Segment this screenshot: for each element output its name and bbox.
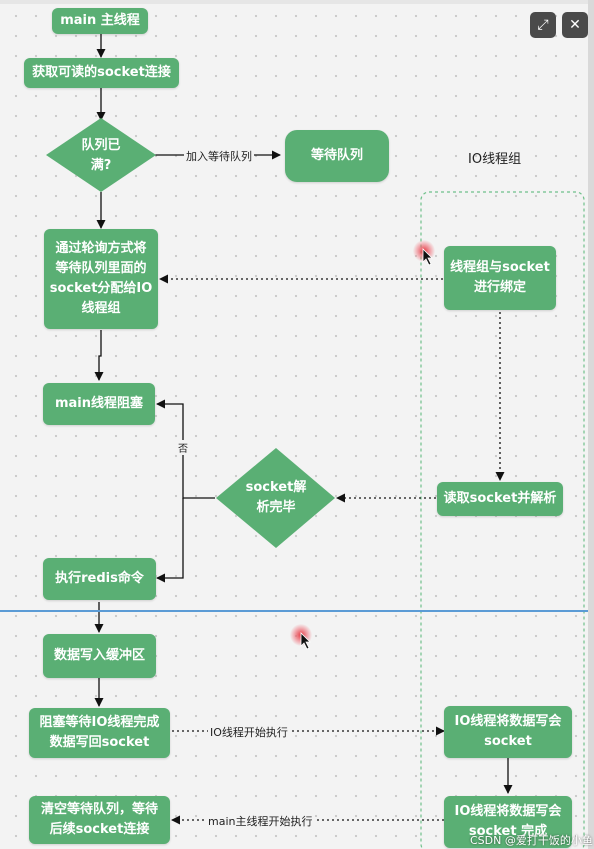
clear-queue-node[interactable]: 清空等待队列，等待 后续socket连接 [29,796,170,844]
main-block-node[interactable]: main线程阻塞 [43,383,155,425]
expand-icon[interactable]: ⤢ [530,12,556,38]
io-thread-group-border [420,191,585,849]
read-parse-node[interactable]: 读取socket并解析 [437,482,563,516]
top-frame [0,0,594,4]
mouse-pointer-icon [422,248,433,266]
mouse-pointer-icon [300,632,311,650]
close-icon[interactable]: ✕ [562,12,588,38]
queue-full-diamond [46,118,156,192]
bind-socket-node[interactable]: 线程组与socket 进行绑定 [444,246,556,310]
block-wait-io-node[interactable]: 阻塞等待IO线程完成 数据写回socket [29,708,170,758]
parse-done-label: socket解 析完毕 [245,479,307,515]
io-write-node-2[interactable]: IO线程将数据写会 socket 完成 [444,796,572,848]
edge-parse-to-exec [156,498,184,583]
main-thread-node[interactable]: main 主线程 [52,8,148,34]
watermark: CSDN @爱打干饭的小鱼 [470,834,593,847]
wait-queue-node[interactable]: 等待队列 [285,130,389,182]
write-buffer-node[interactable]: 数据写入缓冲区 [43,634,156,678]
queue-full-label: 队列已 满? [81,137,121,173]
poll-assign-node[interactable]: 通过轮询方式将 等待队列里面的 socket分配给IO 线程组 [44,229,158,329]
edge-label-main-start: main主线程开始执行 [206,813,315,829]
edge-label-no: 否 [176,440,190,455]
edge-poll-to-block [94,330,104,381]
get-socket-node[interactable]: 获取可读的socket连接 [24,58,179,88]
right-scrollbar-track[interactable] [588,0,594,849]
exec-redis-node[interactable]: 执行redis命令 [43,558,156,600]
io-thread-group-title: IO线程组 [468,152,522,167]
parse-done-diamond [216,448,335,548]
page-break-divider [0,610,588,612]
io-write-node-1[interactable]: IO线程将数据写会 socket [444,706,572,758]
edge-label-io-start: IO线程开始执行 [208,724,290,740]
edge-label-join-queue: 加入等待队列 [184,148,254,164]
